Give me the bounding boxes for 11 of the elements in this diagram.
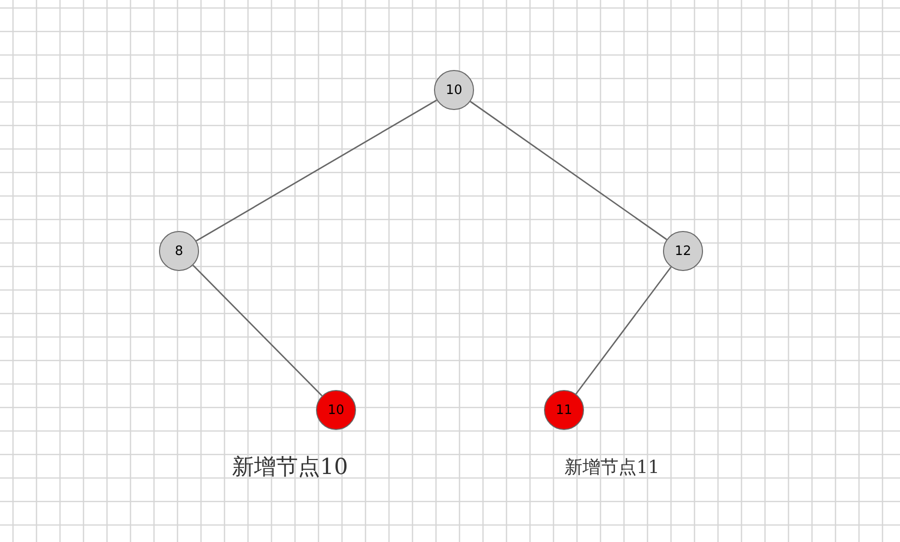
tree-node: 8 — [159, 231, 199, 271]
new-tree-node: 10 — [316, 390, 356, 430]
tree-edge — [575, 266, 672, 394]
tree-node: 10 — [434, 70, 474, 110]
tree-edge — [196, 100, 438, 242]
node-caption: 新增节点10 — [232, 454, 348, 482]
tree-edge — [470, 100, 668, 240]
node-caption: 新增节点11 — [564, 456, 660, 479]
new-tree-node: 11 — [544, 390, 584, 430]
tree-node: 12 — [663, 231, 703, 271]
tree-edge — [192, 264, 322, 396]
